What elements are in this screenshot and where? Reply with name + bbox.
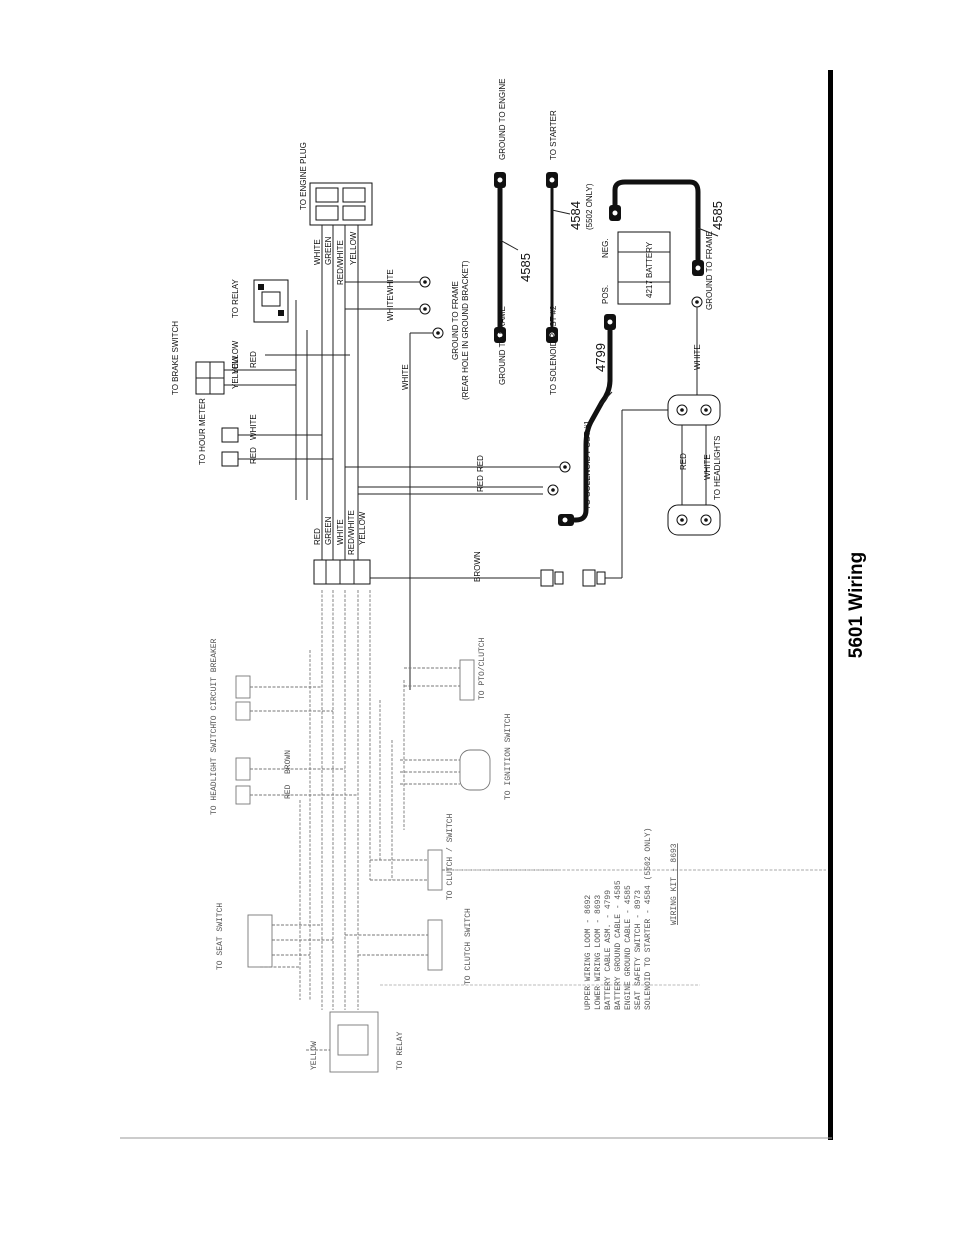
ground-engine-label: GROUND TO ENGINE (498, 79, 507, 161)
brake-switch-label: TO BRAKE SWITCH (171, 321, 180, 395)
parts-list-item-4: ENGINE GROUND CABLE - 4585 (624, 885, 633, 1010)
battery-pos-label: POS. (601, 285, 610, 304)
ground-terminals-upper (345, 276, 444, 690)
battery-ground-cable (609, 179, 719, 276)
parts-list-item-0: UPPER WIRING LOOM - 8692 (584, 895, 593, 1010)
parts-list-item-6: SOLENOID TO STARTER - 4584 (5502 ONLY) (644, 828, 653, 1010)
wire-color-label: WHITE (313, 239, 322, 265)
seat-switch-connector (247, 914, 333, 968)
cable-d-part-number: 4799 (593, 343, 608, 372)
wire-color-label: YELLOW (231, 340, 240, 374)
ignition-switch-connector (400, 749, 491, 791)
cable-a-part-number: 4585 (518, 253, 533, 282)
parts-list-item-2: BATTERY CABLE ASM. - 4799 (604, 890, 613, 1010)
mid-connector-block (313, 500, 540, 585)
circuit-breaker-connector (235, 675, 333, 721)
wire-color-label: YELLOW (310, 1041, 319, 1070)
headlight-switch-label: TO HEADLIGHT SWITCH (210, 724, 219, 815)
cable-b-note: (5502 ONLY) (585, 183, 594, 230)
wire-color-label: RED (476, 455, 485, 472)
wire-color-label: GREEN (324, 516, 333, 545)
headlight-wiring (667, 296, 721, 536)
parts-list: UPPER WIRING LOOM - 8692 LOWER WIRING LO… (584, 828, 679, 1010)
hour-meter-connectors (221, 427, 333, 467)
upper-harness-wires (265, 225, 359, 500)
battery-label: 4217 BATTERY (645, 241, 654, 298)
pto-clutch-connector (404, 659, 475, 701)
headlight-switch-connector (235, 757, 358, 805)
wire-color-label: RED (284, 784, 293, 799)
diagram-title: 5601 Wiring (846, 552, 867, 658)
brake-switch-connector (195, 361, 296, 395)
clutch-switch2-label: TO CLUTCH / SWITCH (446, 813, 455, 900)
solenoid-post1-wires (345, 461, 571, 496)
wire-color-label: WHITE (386, 295, 395, 321)
wire-color-label: YELLOW (231, 355, 240, 389)
wire-color-label: RED (313, 528, 322, 545)
wiring-kit-label: WIRING KIT - 8693 (670, 843, 679, 925)
wire-color-label: RED (249, 447, 258, 464)
ignition-switch-label: TO IGNITION SWITCH (504, 713, 513, 800)
battery-positive-cable (558, 314, 616, 526)
clutch-switch-lower-connector (345, 919, 443, 971)
wire-color-label: RED (249, 351, 258, 368)
wire-color-label: RED/WHITE (336, 240, 345, 285)
solenoid-post2-label: TO SOLENOID POST #2 (549, 305, 558, 395)
parts-list-item-1: LOWER WIRING LOOM - 8693 (594, 895, 603, 1010)
wire-color-label: GREEN (324, 236, 333, 265)
battery (617, 231, 671, 305)
starter-cable (546, 172, 571, 343)
hour-meter-label: TO HOUR METER (198, 398, 207, 465)
wire-color-label: WHITE (401, 364, 410, 390)
brown-wire-plug (540, 409, 672, 587)
wire-color-label: BROWN (473, 551, 482, 582)
parts-list-item-5: SEAT SAFETY SWITCH - 8973 (634, 890, 643, 1010)
wire-color-label: WHITE (693, 344, 702, 370)
wire-color-label: WHITE (386, 269, 395, 295)
relay-connector-bottom (306, 1011, 379, 1073)
relay-bottom-label: TO RELAY (396, 1031, 405, 1070)
relay-connector-top (253, 279, 289, 323)
parts-list-item-3: BATTERY GROUND CABLE - 4585 (614, 880, 623, 1010)
engine-ground-cable (494, 172, 519, 343)
wire-color-label: WHITE (703, 454, 712, 480)
ground-frame-a-label: GROUND TO FRAME (498, 306, 507, 385)
wire-color-label: RED/WHITE (347, 510, 356, 555)
right-border-bar (828, 70, 833, 1140)
ground-frame-note2: (REAR HOLE IN GROUND BRACKET) (461, 260, 470, 400)
to-starter-label: TO STARTER (549, 110, 558, 160)
pto-clutch-label: TO PTO/CLUTCH (478, 637, 487, 700)
wire-color-label: YELLOW (349, 231, 358, 265)
circuit-breaker-label: TO CIRCUIT BREAKER (210, 638, 219, 725)
wire-color-label: WHITE (249, 414, 258, 440)
diagram-title-group: 5601 Wiring (846, 552, 867, 658)
ground-frame-note: GROUND TO FRAME (451, 281, 460, 360)
engine-plug-label: TO ENGINE PLUG (299, 142, 308, 210)
clutch-switch-label: TO CLUTCH SWITCH (464, 908, 473, 985)
seat-switch-label: TO SEAT SWITCH (216, 903, 225, 970)
wire-color-label: RED (476, 475, 485, 492)
wire-color-label: RED (679, 453, 688, 470)
wire-color-label: WHITE (336, 519, 345, 545)
battery-neg-label: NEG. (601, 238, 610, 258)
ground-frame-b-label: GROUND TO FRAME (705, 231, 714, 310)
cable-c-part-number: 4585 (710, 201, 725, 230)
engine-plug-connector (309, 182, 373, 226)
relay-top-label: TO RELAY (231, 279, 240, 318)
lower-harness-wires (299, 590, 405, 1010)
wire-color-label: BROWN (284, 750, 293, 774)
wire-color-label: YELLOW (358, 511, 367, 545)
headlights-label: TO HEADLIGHTS (713, 436, 722, 500)
cable-b-part-number: 4584 (568, 201, 583, 230)
